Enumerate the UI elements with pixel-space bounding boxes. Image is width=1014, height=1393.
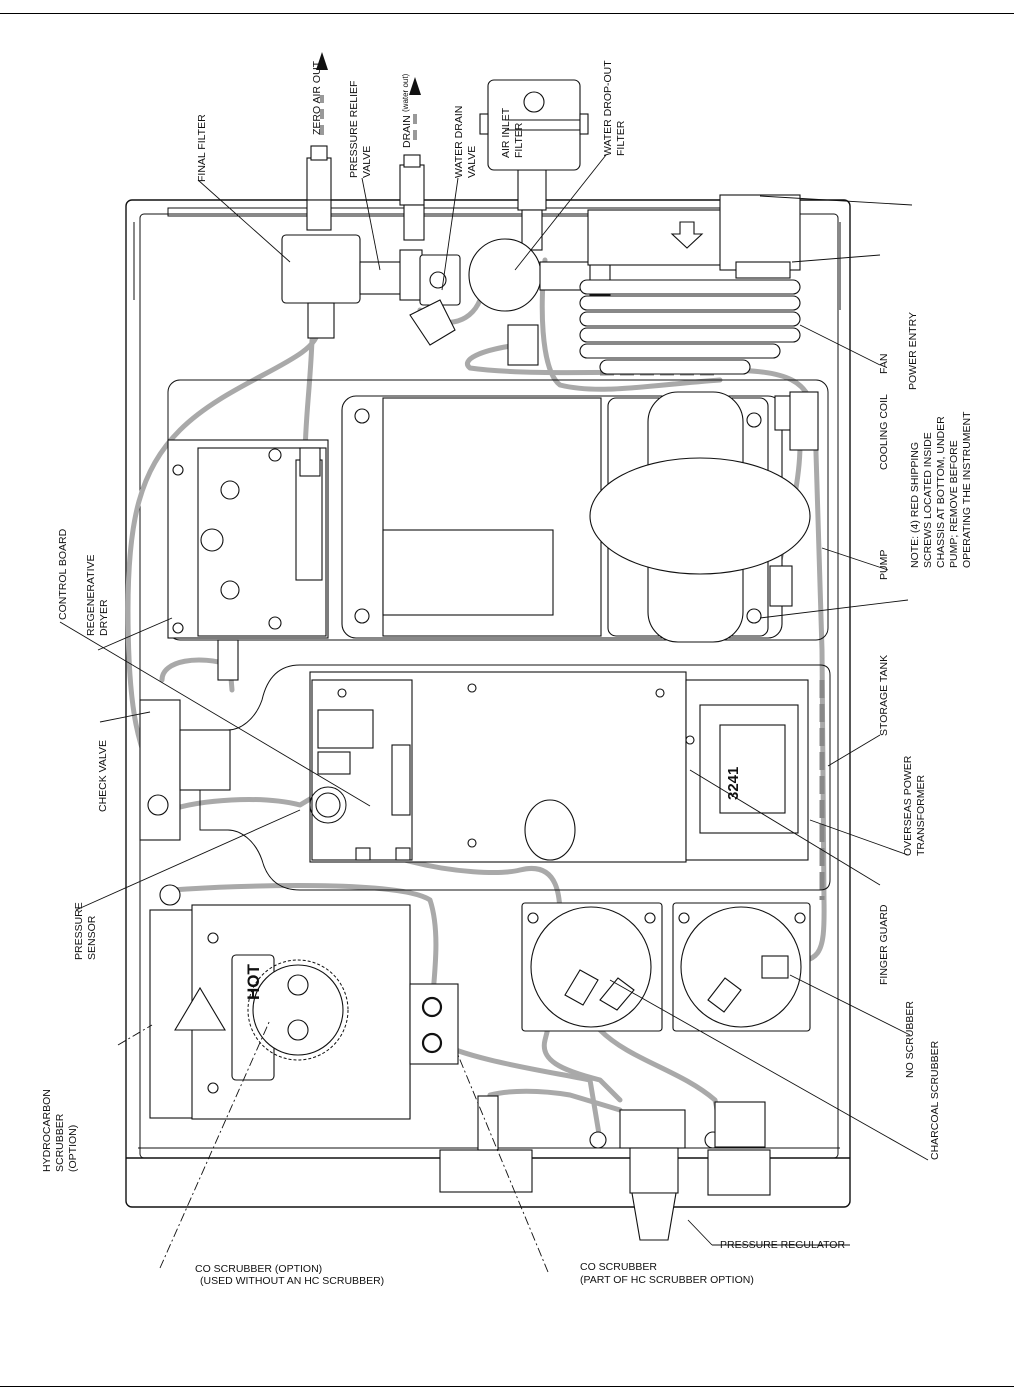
- label-note-line5: OPERATING THE INSTRUMENT: [961, 411, 973, 568]
- label-hc-scrubber-line3: (OPTION): [67, 1125, 79, 1172]
- hc-badge: HOT: [244, 964, 263, 1001]
- charcoal-scrubber: [521, 902, 663, 1032]
- label-fan: FAN: [878, 354, 890, 374]
- label-note-line3: CHASSIS AT BOTTOM, UNDER: [935, 416, 947, 568]
- label-co-option-line2: (USED WITHOUT AN HC SCRUBBER): [200, 1275, 384, 1287]
- label-pressure-sensor-line1: PRESSURE: [73, 902, 85, 960]
- label-drain-note: (water out): [401, 73, 410, 112]
- label-drain: DRAIN: [401, 115, 413, 148]
- label-control-board: CONTROL BOARD: [57, 528, 69, 620]
- label-note-line2: SCREWS LOCATED INSIDE: [922, 432, 934, 568]
- cooling-coil-loops: [579, 279, 801, 375]
- label-dryer-line1: REGENERATIVE: [85, 555, 97, 637]
- label-transformer-line2: TRANSFORMER: [915, 775, 927, 857]
- label-note-line4: PUMP; REMOVE BEFORE: [948, 440, 960, 568]
- transformer-number: 3241: [725, 767, 742, 800]
- label-pump: PUMP: [878, 550, 890, 580]
- no-scrubber: [672, 902, 811, 1032]
- label-check-valve: CHECK VALVE: [97, 740, 109, 812]
- label-no-scrubber: NO SCRUBBER: [904, 1001, 916, 1078]
- fan-coil: [579, 194, 801, 375]
- label-dryer-line2: DRYER: [98, 599, 110, 636]
- label-note-line1: NOTE: (4) RED SHIPPING: [909, 442, 921, 568]
- label-storage-tank: STORAGE TANK: [878, 655, 890, 736]
- label-hc-scrubber-line2: SCRUBBER: [54, 1113, 66, 1172]
- diagram-labels: FINAL FILTER ZERO AIR OUT PRESSURE RELIE…: [41, 60, 973, 1287]
- storage-tank: [139, 664, 831, 906]
- regenerative-dryer: [167, 439, 329, 681]
- top-rule: [0, 13, 1014, 14]
- label-pressure-relief-line1: PRESSURE RELIEF: [348, 81, 360, 178]
- final-filter-assembly: [281, 234, 611, 366]
- label-pressure-relief-line2: VALVE: [361, 146, 373, 178]
- label-zero-air-out: ZERO AIR OUT: [311, 60, 323, 135]
- tank-screws: [337, 683, 695, 848]
- label-pressure-sensor-line2: SENSOR: [86, 915, 98, 960]
- label-cooling-coil: COOLING COIL: [878, 394, 890, 470]
- leader-lines: [59, 154, 929, 1273]
- label-water-dropout-line2: FILTER: [615, 120, 627, 156]
- label-transformer-line1: OVERSEAS POWER: [902, 755, 914, 856]
- bottom-rule: [0, 1386, 1014, 1387]
- label-air-inlet-line1: AIR INLET: [500, 107, 512, 158]
- label-air-inlet-line2: FILTER: [513, 122, 525, 158]
- pump-assembly: [167, 379, 829, 643]
- top-fittings: [306, 52, 589, 251]
- label-water-drain-line2: VALVE: [466, 146, 478, 178]
- label-power-entry: POWER ENTRY: [907, 312, 919, 390]
- pressure-regulator: [439, 1095, 771, 1241]
- label-co-hc-line2: (PART OF HC SCRUBBER OPTION): [580, 1274, 754, 1286]
- label-water-drain-line1: WATER DRAIN: [453, 106, 465, 178]
- label-hc-scrubber-line1: HYDROCARBON: [41, 1089, 53, 1172]
- label-charcoal-scrubber: CHARCOAL SCRUBBER: [929, 1040, 941, 1160]
- label-final-filter: FINAL FILTER: [196, 114, 208, 182]
- label-finger-guard: FINGER GUARD: [878, 904, 890, 985]
- label-pressure-regulator: PRESSURE REGULATOR: [720, 1239, 845, 1251]
- label-co-hc-line1: CO SCRUBBER: [580, 1261, 657, 1273]
- label-water-dropout-line1: WATER DROP-OUT: [602, 60, 614, 156]
- hc-scrubber: [149, 904, 459, 1120]
- label-co-option-line1: CO SCRUBBER (OPTION): [195, 1263, 322, 1275]
